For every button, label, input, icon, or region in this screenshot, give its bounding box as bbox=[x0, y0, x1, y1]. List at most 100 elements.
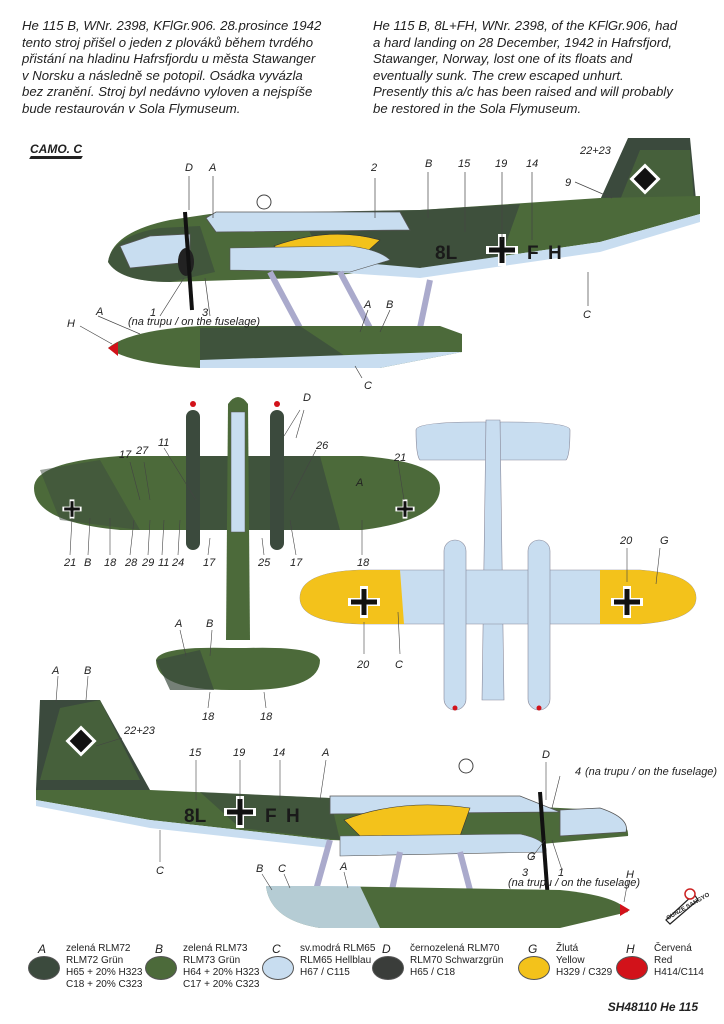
callout-fuselage-note2: (na trupu / on the fuselage) bbox=[508, 877, 640, 889]
callout-H: H bbox=[67, 318, 75, 330]
callout-19: 19 bbox=[233, 747, 245, 759]
callout-B2: B bbox=[256, 863, 263, 875]
callout-17b: 17 bbox=[203, 557, 216, 569]
spinner-left bbox=[190, 401, 196, 407]
camo-label: CAMO. C bbox=[30, 142, 82, 156]
code-h: H bbox=[548, 243, 562, 264]
callout-22-23: 22+23 bbox=[123, 725, 156, 737]
callout-B: B bbox=[84, 557, 91, 569]
legend-line: H414/C114 bbox=[654, 967, 704, 978]
wing-tip-yellow-b bbox=[343, 804, 471, 837]
callout-3: 3 bbox=[522, 867, 529, 879]
antenna-loop-b bbox=[458, 758, 474, 774]
legend-info: zelená RLM72 RLM72 Grün H65 + 20% H323 C… bbox=[66, 943, 176, 991]
callout-D: D bbox=[542, 749, 550, 761]
callout-14: 14 bbox=[273, 747, 285, 759]
legend-line: Yellow bbox=[556, 955, 585, 966]
description-english: He 115 B, 8L+FH, WNr. 2398, of the KFlGr… bbox=[373, 18, 701, 118]
code-h-b: H bbox=[286, 806, 300, 827]
legend-line: černozelená RLM70 bbox=[410, 943, 500, 954]
desc-en-line: a hard landing on 28 December, 1942 in H… bbox=[373, 34, 673, 50]
legend-line: RLM65 Hellblau bbox=[300, 955, 372, 966]
float-b-red-tip bbox=[620, 904, 630, 916]
code-8l: 8L bbox=[435, 243, 458, 264]
engine-nacelle bbox=[229, 245, 391, 273]
code-f: F bbox=[527, 243, 539, 264]
canopy-plan bbox=[230, 411, 246, 533]
description-czech: He 115 B, WNr. 2398, KFlGr.906. 28.prosi… bbox=[22, 18, 352, 118]
legend-line: H67 / C115 bbox=[300, 967, 350, 978]
callout-22-23: 22+23 bbox=[579, 145, 612, 157]
callout-A3: A bbox=[339, 861, 347, 873]
plan-view-top bbox=[34, 397, 440, 690]
callout-14: 14 bbox=[526, 158, 538, 170]
float-right-under bbox=[527, 539, 551, 711]
callout-15: 15 bbox=[189, 747, 202, 759]
gunze-sangyo-logo bbox=[665, 888, 699, 925]
legend-line: zelená RLM72 bbox=[66, 943, 131, 954]
legend-line: Žlutá bbox=[556, 943, 579, 954]
propeller bbox=[183, 211, 194, 311]
color-swatch bbox=[372, 956, 404, 980]
callout-21: 21 bbox=[393, 452, 406, 464]
callout-A2: A bbox=[174, 618, 182, 630]
desc-en-line: Presently this a/c has been raised and w… bbox=[373, 84, 673, 100]
legend-letter: B bbox=[155, 942, 164, 956]
tailplane-camo bbox=[156, 650, 214, 690]
legend-letter: H bbox=[626, 942, 635, 956]
callout-1: 1 bbox=[558, 867, 564, 879]
tailplane-right-under bbox=[499, 421, 571, 461]
callout-H: H bbox=[626, 869, 634, 881]
fuselage-b-underside bbox=[36, 800, 330, 848]
nose-glazing-b bbox=[559, 807, 627, 837]
callout-B2: B bbox=[386, 299, 393, 311]
fuselage-underside bbox=[330, 214, 700, 278]
color-swatch bbox=[518, 956, 550, 980]
float-left-under bbox=[443, 539, 467, 711]
callout-18b: 18 bbox=[357, 557, 370, 569]
legend-line: RLM72 Grün bbox=[66, 955, 124, 966]
callout-C: C bbox=[395, 659, 403, 671]
callout-18: 18 bbox=[104, 557, 117, 569]
legend-line: H65 + 20% H323 bbox=[66, 967, 143, 978]
callout-A: A bbox=[355, 477, 363, 489]
side-view-bottom: 8L F H bbox=[36, 700, 630, 928]
desc-cz-line: v Norsku a následně se potopil. Osádka v… bbox=[22, 67, 303, 83]
engine-nacelle-b bbox=[339, 833, 547, 857]
callout-B2: B bbox=[206, 618, 213, 630]
desc-en-line: be restored in the Sola Flymuseum. bbox=[373, 100, 582, 116]
code-8l-b: 8L bbox=[184, 806, 207, 827]
fuselage-b-camo bbox=[200, 792, 340, 840]
legend-letter: C bbox=[272, 942, 281, 956]
color-swatch bbox=[262, 956, 294, 980]
legend-line: Red bbox=[654, 955, 673, 966]
code-f-b: F bbox=[265, 806, 277, 827]
callout-A3: A bbox=[363, 299, 371, 311]
color-swatch bbox=[28, 956, 60, 980]
legend-line: H64 + 20% H323 bbox=[183, 967, 260, 978]
legend-letter: G bbox=[528, 942, 538, 956]
canopy bbox=[205, 211, 411, 233]
legend-info: Žlutá Yellow H329 / C329 bbox=[556, 943, 626, 979]
color-swatch bbox=[616, 956, 648, 980]
legend-line: zelená RLM73 bbox=[183, 943, 248, 954]
callout-20: 20 bbox=[619, 535, 633, 547]
legend-info: Červená Red H414/C114 bbox=[654, 943, 716, 979]
callout-A2: A bbox=[95, 306, 103, 318]
legend-letter: A bbox=[38, 942, 47, 956]
callout-26: 26 bbox=[315, 440, 329, 452]
callout-11b: 11 bbox=[158, 557, 169, 569]
callouts-bottom: A B 22+23 15 19 14 A D 4 (na trupu / on … bbox=[51, 665, 717, 903]
callout-24: 24 bbox=[171, 557, 184, 569]
desc-en-line: Stawanger, Norway, lost one of its float… bbox=[373, 51, 633, 67]
spinner-right bbox=[274, 401, 280, 407]
legend-line: H329 / C329 bbox=[556, 967, 613, 978]
desc-cz-line: bude restaurován v Sola Flymuseum. bbox=[22, 100, 241, 116]
legend-info: černozelená RLM70 RLM70 Schwarzgrün H65 … bbox=[410, 943, 520, 979]
legend-line: Červená bbox=[654, 943, 692, 954]
underside-view bbox=[299, 419, 697, 711]
legend-letter: D bbox=[382, 942, 391, 956]
antenna-loop bbox=[256, 194, 272, 210]
callout-3: 3 bbox=[202, 307, 209, 319]
